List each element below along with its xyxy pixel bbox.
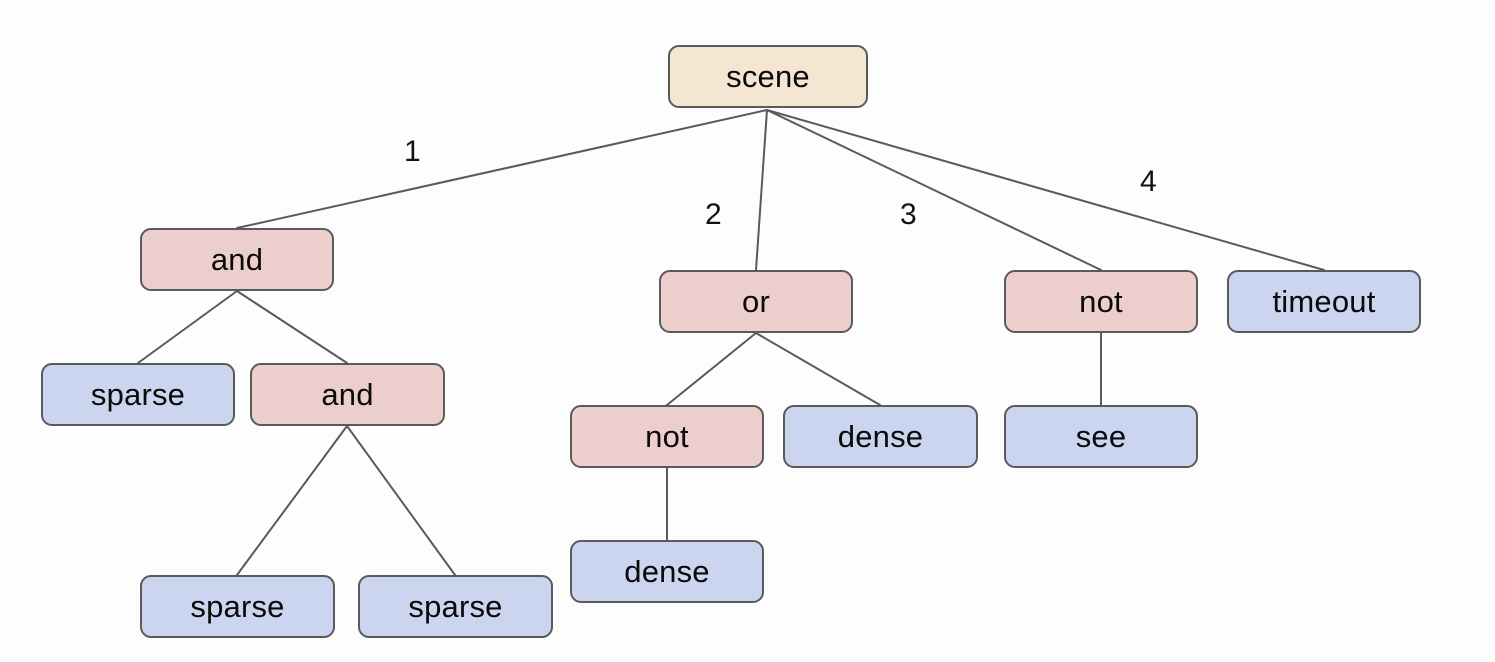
edge-label-1: 1: [404, 135, 421, 168]
tree-edge-scene-not2: [766, 109, 1102, 271]
tree-node-dense1[interactable]: dense: [783, 405, 978, 468]
tree-node-scene[interactable]: scene: [668, 45, 868, 108]
tree-edge-scene-or1: [755, 109, 768, 271]
edge-label-4: 4: [1140, 165, 1157, 198]
tree-node-not2[interactable]: not: [1004, 270, 1198, 333]
tree-edge-scene-timeout: [766, 109, 1325, 271]
edge-label-3: 3: [900, 198, 917, 231]
tree-edge-or1-dense1: [755, 332, 881, 406]
tree-node-sparse3[interactable]: sparse: [358, 575, 553, 638]
tree-node-not1[interactable]: not: [570, 405, 764, 468]
tree-edge-and2-sparse3: [346, 425, 456, 576]
tree-edge-and1-and2: [236, 290, 348, 364]
tree-edge-and2-sparse2: [236, 425, 348, 576]
tree-node-dense2[interactable]: dense: [570, 540, 764, 603]
tree-node-sparse1[interactable]: sparse: [41, 363, 235, 426]
edge-label-2: 2: [705, 198, 722, 231]
tree-edge-or1-not1: [666, 332, 757, 406]
tree-node-and2[interactable]: and: [250, 363, 445, 426]
tree-node-or1[interactable]: or: [659, 270, 853, 333]
tree-node-sparse2[interactable]: sparse: [140, 575, 335, 638]
tree-node-timeout[interactable]: timeout: [1227, 270, 1421, 333]
tree-node-and1[interactable]: and: [140, 228, 334, 291]
tree-edge-and1-sparse1: [137, 290, 238, 364]
tree-node-see[interactable]: see: [1004, 405, 1198, 468]
tree-edge-scene-and1: [236, 109, 768, 229]
